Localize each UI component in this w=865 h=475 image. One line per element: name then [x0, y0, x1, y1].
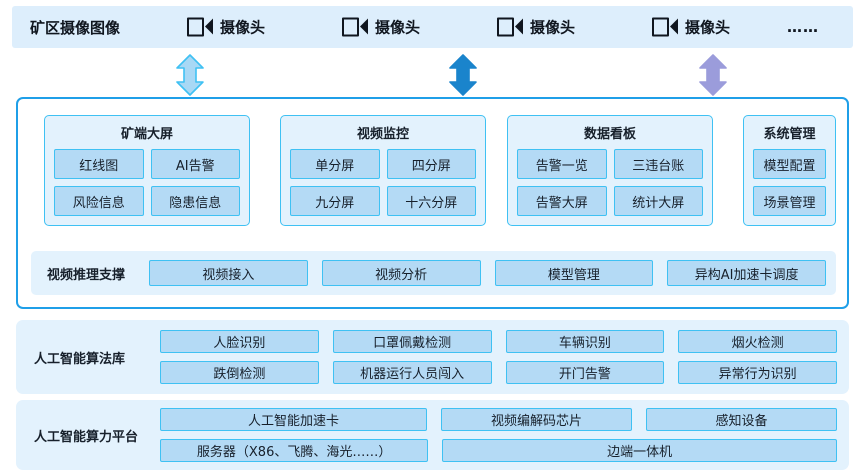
- infer-chip-heterogeneous-ai-scheduling[interactable]: 异构AI加速卡调度: [667, 260, 826, 286]
- group-title: 矿端大屏: [120, 127, 173, 142]
- compute-chip-sensing-device[interactable]: 感知设备: [646, 408, 838, 431]
- algo-chip-face-recognition[interactable]: 人脸识别: [160, 330, 319, 353]
- app-group-mine-screen: 矿端大屏 红线图 AI告警 风险信息 隐患信息: [44, 115, 250, 226]
- compute-platform-label: 人工智能算力平台: [34, 429, 139, 445]
- video-inference-support-row: 视频推理支撑 视频接入 视频分析 模型管理 异构AI加速卡调度: [31, 251, 836, 295]
- camera-ellipsis: ……: [787, 18, 819, 36]
- app-chip-three-violations[interactable]: 三违台账: [613, 149, 703, 179]
- compute-row-2: 服务器（X86、飞腾、海光……） 边端一体机: [160, 439, 837, 462]
- app-group-system-manage: 系统管理 模型配置 场景管理: [743, 115, 836, 226]
- app-group-video-monitor: 视频监控 单分屏 四分屏 九分屏 十六分屏: [280, 115, 486, 226]
- video-camera-icon: [342, 17, 368, 37]
- camera-label-3: 摄像头: [530, 18, 576, 37]
- app-chip-nine-split[interactable]: 九分屏: [290, 186, 380, 216]
- app-chip-stats-screen[interactable]: 统计大屏: [613, 186, 703, 216]
- connector-arrow-right: [698, 54, 728, 96]
- video-camera-icon: [652, 17, 678, 37]
- compute-row-1: 人工智能加速卡 视频编解码芯片 感知设备: [160, 408, 838, 431]
- algo-chip-fall-detection[interactable]: 跌倒检测: [160, 361, 319, 384]
- inference-row-label: 视频推理支撑: [47, 267, 126, 283]
- app-chip-ai-alarm[interactable]: AI告警: [150, 149, 240, 179]
- camera-item-1: 摄像头: [187, 17, 265, 38]
- video-camera-icon: [497, 17, 523, 37]
- app-group-data-board: 数据看板 告警一览 三违台账 告警大屏 统计大屏: [507, 115, 713, 226]
- app-chip-alarm-screen[interactable]: 告警大屏: [517, 186, 607, 216]
- compute-chip-server[interactable]: 服务器（X86、飞腾、海光……）: [160, 439, 429, 462]
- group-title: 系统管理: [763, 127, 816, 142]
- camera-item-2: 摄像头: [342, 17, 420, 38]
- video-camera-icon: [187, 17, 213, 37]
- app-chip-model-config[interactable]: 模型配置: [753, 149, 826, 179]
- compute-chip-edge-all-in-one[interactable]: 边端一体机: [442, 439, 837, 462]
- app-chip-risk-info[interactable]: 风险信息: [54, 186, 144, 216]
- algo-chip-abnormal-behavior[interactable]: 异常行为识别: [678, 361, 837, 384]
- algorithm-library-label: 人工智能算法库: [34, 351, 126, 367]
- group-title: 数据看板: [583, 127, 636, 142]
- camera-label-2: 摄像头: [375, 18, 421, 37]
- connector-arrow-middle: [448, 54, 478, 96]
- algo-chip-machine-intrusion[interactable]: 机器运行人员闯入: [332, 361, 492, 384]
- app-chip-hongxiantu[interactable]: 红线图: [54, 149, 144, 179]
- infer-chip-video-access[interactable]: 视频接入: [149, 260, 308, 286]
- camera-bar-title: 矿区摄像图像: [30, 18, 121, 37]
- app-chip-alarm-list[interactable]: 告警一览: [517, 149, 607, 179]
- app-chip-four-split[interactable]: 四分屏: [386, 149, 476, 179]
- infer-chip-model-manage[interactable]: 模型管理: [494, 260, 654, 286]
- algo-chip-fire-smoke-detection[interactable]: 烟火检测: [678, 330, 837, 353]
- camera-label-1: 摄像头: [220, 18, 266, 37]
- ai-algorithm-library-section: 人工智能算法库 人脸识别 口罩佩戴检测 车辆识别 烟火检测 跌倒检测 机器运行人…: [16, 320, 849, 394]
- app-chip-scene-manage[interactable]: 场景管理: [753, 186, 826, 216]
- camera-source-bar: 矿区摄像图像 摄像头 摄像头 摄像头 摄像头 ……: [12, 6, 853, 48]
- app-chip-sixteen-split[interactable]: 十六分屏: [386, 186, 476, 216]
- camera-item-3: 摄像头: [497, 17, 575, 38]
- algo-chip-mask-detection[interactable]: 口罩佩戴检测: [332, 330, 492, 353]
- app-chip-hazard-info[interactable]: 隐患信息: [150, 186, 240, 216]
- camera-label-4: 摄像头: [685, 18, 731, 37]
- infer-chip-video-analysis[interactable]: 视频分析: [321, 260, 481, 286]
- application-panel: 矿端大屏 红线图 AI告警 风险信息 隐患信息 视频监控 单分屏 四分屏 九分屏…: [16, 97, 849, 309]
- compute-chip-ai-accelerator-card[interactable]: 人工智能加速卡: [160, 408, 428, 431]
- compute-chip-video-codec-chip[interactable]: 视频编解码芯片: [441, 408, 633, 431]
- app-chip-single-split[interactable]: 单分屏: [290, 149, 380, 179]
- algo-chip-vehicle-recognition[interactable]: 车辆识别: [505, 330, 665, 353]
- connector-arrow-left: [175, 54, 205, 96]
- algo-chip-door-open-alarm[interactable]: 开门告警: [505, 361, 665, 384]
- ai-compute-platform-section: 人工智能算力平台 人工智能加速卡 视频编解码芯片 感知设备 服务器（X86、飞腾…: [16, 400, 849, 470]
- camera-item-4: 摄像头: [652, 17, 730, 38]
- group-title: 视频监控: [356, 127, 409, 142]
